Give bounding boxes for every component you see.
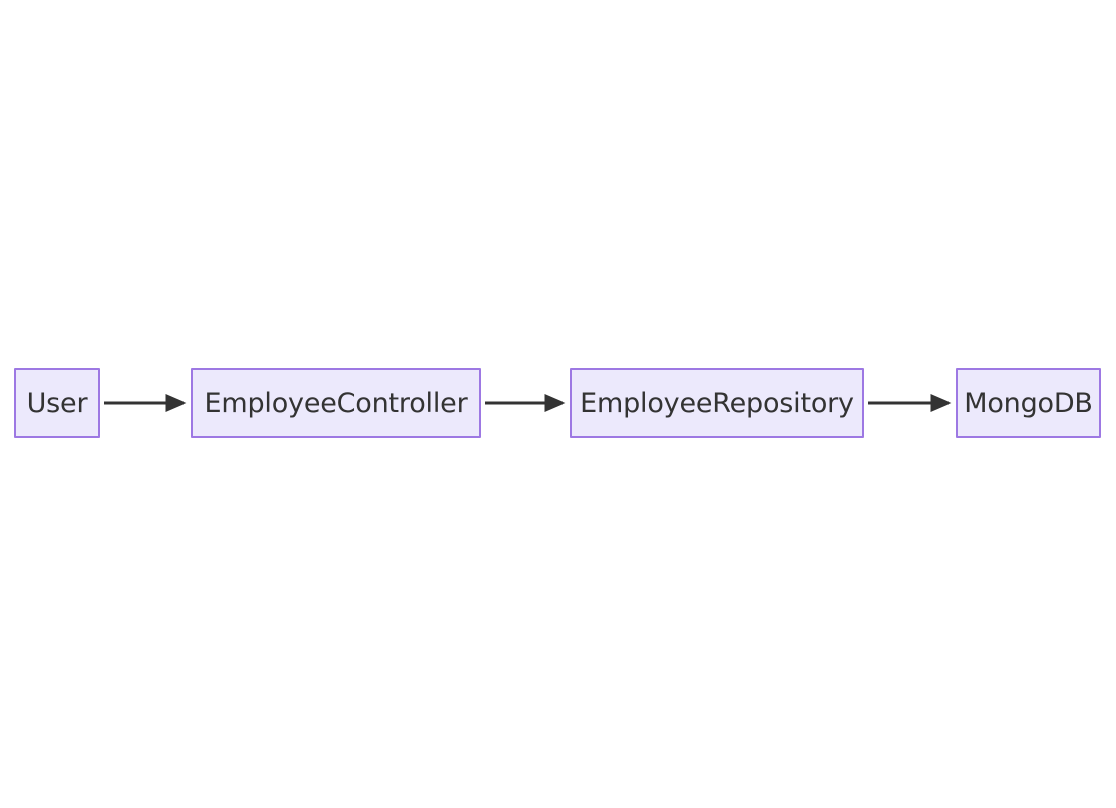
node-user-label: User (26, 387, 88, 419)
node-user[interactable]: User (14, 368, 100, 438)
node-employee-repository-label: EmployeeRepository (580, 387, 854, 419)
node-employee-repository[interactable]: EmployeeRepository (570, 368, 864, 438)
node-employee-controller-label: EmployeeController (204, 387, 468, 419)
node-employee-controller[interactable]: EmployeeController (191, 368, 481, 438)
node-mongodb-label: MongoDB (964, 387, 1093, 419)
node-mongodb[interactable]: MongoDB (956, 368, 1101, 438)
